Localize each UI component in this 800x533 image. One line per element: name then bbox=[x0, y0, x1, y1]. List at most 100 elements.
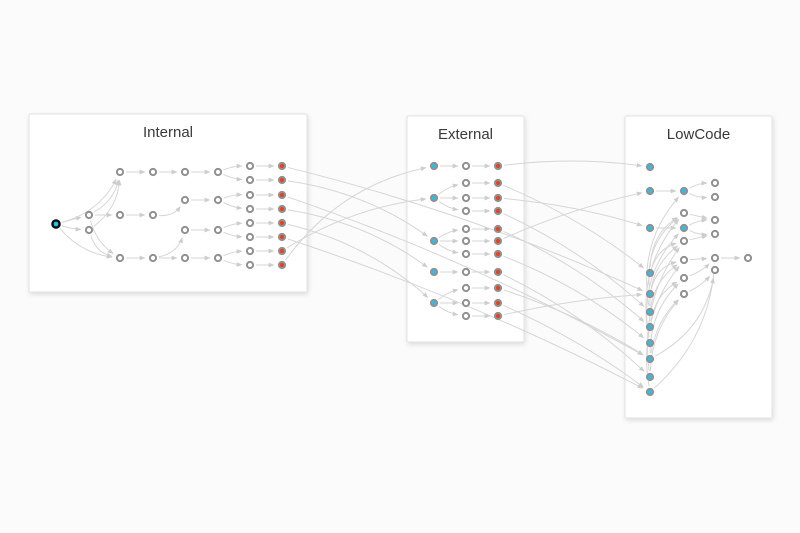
graph-node-e-m11[interactable] bbox=[461, 311, 471, 321]
graph-node-e-r1[interactable] bbox=[493, 161, 503, 171]
graph-node-i-g4[interactable] bbox=[277, 204, 287, 214]
graph-node-l-a2[interactable] bbox=[645, 186, 655, 196]
graph-node-i-g3[interactable] bbox=[277, 190, 287, 200]
graph-node-e-m8[interactable] bbox=[461, 267, 471, 277]
edge-i-g5-e-b5 bbox=[287, 223, 429, 298]
graph-node-e-b1[interactable] bbox=[429, 161, 439, 171]
graph-node-e-r10[interactable] bbox=[493, 298, 503, 308]
graph-node-e-m7[interactable] bbox=[461, 249, 471, 259]
graph-node-e-r11[interactable] bbox=[493, 311, 503, 321]
edge-e-r2-l-a4 bbox=[503, 184, 645, 269]
edge-l-a5-l-b5 bbox=[651, 261, 677, 289]
graph-node-e-r3[interactable] bbox=[493, 193, 503, 203]
graph-node-e-r8[interactable] bbox=[493, 267, 503, 277]
graph-node-l-a11[interactable] bbox=[645, 387, 655, 397]
graph-node-e-m2[interactable] bbox=[461, 178, 471, 188]
graph-node-l-c3[interactable] bbox=[710, 215, 720, 225]
graph-node-e-b5[interactable] bbox=[429, 298, 439, 308]
graph-node-i-d1[interactable] bbox=[180, 167, 190, 177]
graph-node-i-d2[interactable] bbox=[180, 195, 190, 205]
graph-node-i-c3[interactable] bbox=[148, 253, 158, 263]
graph-node-e-m10[interactable] bbox=[461, 298, 471, 308]
graph-node-e-b2[interactable] bbox=[429, 193, 439, 203]
graph-node-i-e2[interactable] bbox=[213, 195, 223, 205]
graph-node-i-root[interactable] bbox=[51, 219, 61, 229]
graph-node-e-r7[interactable] bbox=[493, 249, 503, 259]
graph-node-i-b3[interactable] bbox=[115, 253, 125, 263]
graph-node-i-g6[interactable] bbox=[277, 232, 287, 242]
graph-node-l-c2[interactable] bbox=[710, 192, 720, 202]
edge-i-e1-i-f1 bbox=[223, 163, 243, 171]
edge-l-a11-l-b5 bbox=[646, 265, 680, 387]
graph-node-l-b4[interactable] bbox=[679, 236, 689, 246]
graph-node-l-b6[interactable] bbox=[679, 273, 689, 283]
graph-node-e-m9[interactable] bbox=[461, 283, 471, 293]
graph-node-e-b4[interactable] bbox=[429, 267, 439, 277]
graph-node-l-a3[interactable] bbox=[645, 223, 655, 233]
graph-node-l-b5[interactable] bbox=[679, 255, 689, 265]
graph-node-i-d4[interactable] bbox=[180, 253, 190, 263]
graph-node-l-b3[interactable] bbox=[679, 223, 689, 233]
graph-node-e-b3[interactable] bbox=[429, 236, 439, 246]
graph-node-e-r9[interactable] bbox=[493, 283, 503, 293]
graph-node-l-b7[interactable] bbox=[679, 289, 689, 299]
graph-node-l-d1[interactable] bbox=[743, 253, 753, 263]
graph-node-i-d3[interactable] bbox=[180, 225, 190, 235]
graph-node-i-g8[interactable] bbox=[277, 260, 287, 270]
edge-e-r3-l-a3 bbox=[503, 198, 643, 227]
edge-l-b1-l-c2 bbox=[689, 193, 708, 201]
graph-node-l-a9[interactable] bbox=[645, 354, 655, 364]
graph-node-e-m1[interactable] bbox=[461, 161, 471, 171]
graph-node-l-c5[interactable] bbox=[710, 253, 720, 263]
graph-node-i-f8[interactable] bbox=[245, 260, 255, 270]
graph-node-l-a1[interactable] bbox=[645, 162, 655, 172]
graph-node-i-a2[interactable] bbox=[84, 225, 94, 235]
graph-node-l-a7[interactable] bbox=[645, 322, 655, 332]
graph-node-i-f5[interactable] bbox=[245, 218, 255, 228]
graph-node-l-c1[interactable] bbox=[710, 178, 720, 188]
graph-node-e-m4[interactable] bbox=[461, 206, 471, 216]
graph-node-i-f4[interactable] bbox=[245, 204, 255, 214]
graph-node-i-f2[interactable] bbox=[245, 175, 255, 185]
graph-node-l-a5[interactable] bbox=[645, 289, 655, 299]
graph-node-e-m5[interactable] bbox=[461, 224, 471, 234]
graph-node-e-r2[interactable] bbox=[493, 178, 503, 188]
edge-i-g6-l-a11 bbox=[287, 238, 644, 389]
graph-node-i-g5[interactable] bbox=[277, 218, 287, 228]
edge-e-b2-e-m4 bbox=[438, 201, 459, 212]
graph-node-l-b1[interactable] bbox=[679, 186, 689, 196]
graph-node-i-f3[interactable] bbox=[245, 190, 255, 200]
graph-node-i-b1[interactable] bbox=[115, 167, 125, 177]
graph-node-i-c1[interactable] bbox=[148, 167, 158, 177]
graph-node-i-e4[interactable] bbox=[213, 253, 223, 263]
graph-node-i-f7[interactable] bbox=[245, 246, 255, 256]
graph-node-e-m3[interactable] bbox=[461, 193, 471, 203]
graph-node-l-a6[interactable] bbox=[645, 307, 655, 317]
edge-i-c3-i-d3 bbox=[158, 237, 183, 258]
graph-node-i-f6[interactable] bbox=[245, 232, 255, 242]
graph-node-i-b2[interactable] bbox=[115, 210, 125, 220]
graph-node-e-r4[interactable] bbox=[493, 206, 503, 216]
graph-node-e-r6[interactable] bbox=[493, 236, 503, 246]
edge-l-b3-l-c4 bbox=[689, 230, 708, 238]
panel-title-internal: Internal bbox=[143, 124, 193, 141]
graph-node-l-a10[interactable] bbox=[645, 372, 655, 382]
graph-node-i-g7[interactable] bbox=[277, 246, 287, 256]
edge-l-b3-l-c3 bbox=[689, 217, 708, 226]
graph-node-i-g1[interactable] bbox=[277, 161, 287, 171]
graph-node-l-b2[interactable] bbox=[679, 208, 689, 218]
graph-node-l-a8[interactable] bbox=[645, 338, 655, 348]
panel-title-lowcode: LowCode bbox=[667, 126, 730, 143]
graph-node-i-e3[interactable] bbox=[213, 225, 223, 235]
graph-node-l-a4[interactable] bbox=[645, 268, 655, 278]
edge-i-e3-i-f5 bbox=[223, 221, 243, 229]
graph-node-e-r5[interactable] bbox=[493, 224, 503, 234]
graph-node-e-m6[interactable] bbox=[461, 236, 471, 246]
graph-node-i-c2[interactable] bbox=[148, 210, 158, 220]
graph-node-l-c6[interactable] bbox=[710, 265, 720, 275]
graph-node-i-a1[interactable] bbox=[84, 210, 94, 220]
graph-node-i-f1[interactable] bbox=[245, 161, 255, 171]
graph-node-i-e1[interactable] bbox=[213, 167, 223, 177]
graph-node-l-c4[interactable] bbox=[710, 229, 720, 239]
graph-node-i-g2[interactable] bbox=[277, 175, 287, 185]
